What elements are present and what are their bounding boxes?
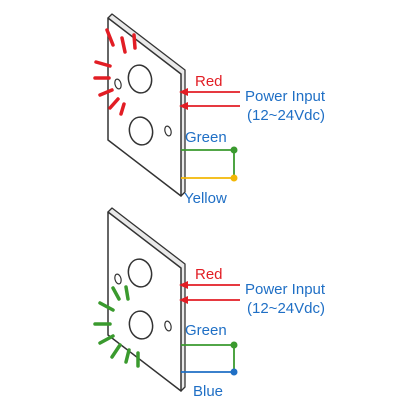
top-green-wire bbox=[181, 149, 235, 163]
top-yellow-wire-node bbox=[230, 174, 238, 182]
bottom-blue-wire-node bbox=[230, 368, 238, 376]
top-label-red: Red bbox=[195, 73, 223, 90]
bottom-panel: Red Power Input (12~24Vdc) Green Blue bbox=[93, 207, 326, 400]
top-wires bbox=[179, 88, 240, 182]
bottom-screw-hole-left bbox=[114, 273, 122, 285]
top-panel: Red Power Input (12~24Vdc) Green Yellow bbox=[93, 13, 326, 207]
top-lamp-upper bbox=[127, 64, 153, 94]
top-label-power-line1: Power Input bbox=[245, 88, 326, 105]
bottom-blue-wire-arrowhead bbox=[179, 296, 188, 304]
bottom-label-power-line1: Power Input bbox=[245, 281, 326, 298]
bottom-label-green: Green bbox=[185, 322, 227, 339]
top-label-power-line2: (12~24Vdc) bbox=[247, 107, 325, 124]
top-screw-hole-right bbox=[164, 125, 172, 137]
bottom-label-power-line2: (12~24Vdc) bbox=[247, 300, 325, 317]
top-green-wire-node bbox=[230, 146, 238, 154]
top-blue-wire-arrowhead bbox=[179, 102, 188, 110]
top-red-wire-arrowhead bbox=[179, 88, 188, 96]
top-glow-rays bbox=[93, 28, 137, 116]
bottom-lamp-upper bbox=[127, 258, 153, 288]
bottom-red-wire-arrowhead bbox=[179, 281, 188, 289]
bottom-wires bbox=[179, 281, 240, 376]
bottom-glow-rays bbox=[93, 285, 140, 368]
bottom-plate bbox=[107, 211, 182, 392]
top-plate bbox=[107, 17, 182, 197]
bottom-label-red: Red bbox=[195, 266, 223, 283]
top-screw-hole-left bbox=[114, 78, 122, 90]
bottom-label-blue: Blue bbox=[193, 383, 223, 400]
top-label-green: Green bbox=[185, 129, 227, 146]
bottom-green-wire bbox=[181, 344, 235, 357]
top-label-yellow: Yellow bbox=[184, 190, 227, 207]
bottom-green-wire-node bbox=[230, 341, 238, 349]
bottom-screw-hole-right bbox=[164, 320, 172, 332]
bottom-lamp-lower bbox=[128, 310, 154, 340]
top-lamp-lower bbox=[128, 116, 154, 146]
